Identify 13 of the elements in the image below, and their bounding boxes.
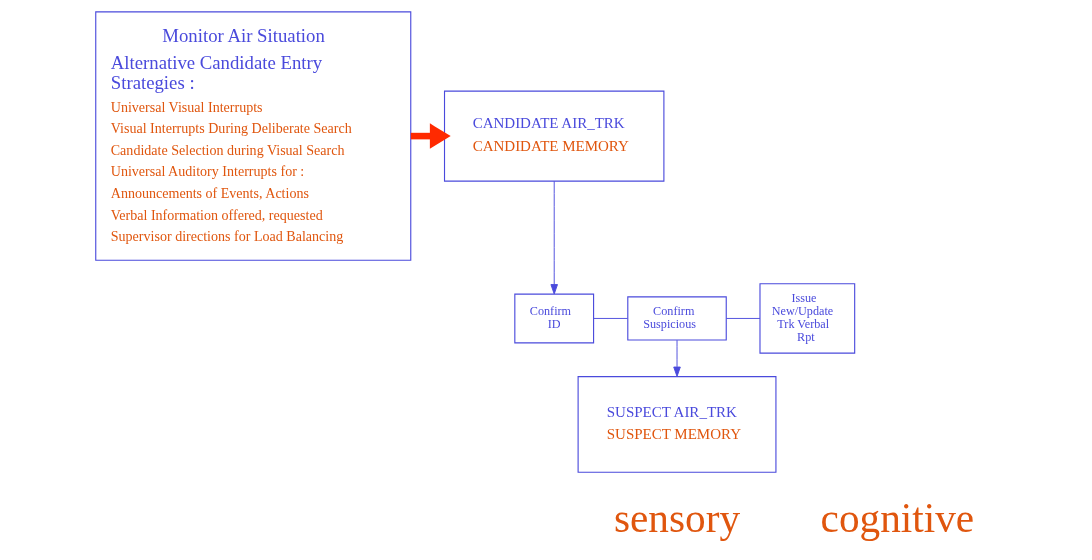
node-box: Monitor Air Situation Alternative Candidate Entry Strategies : Universal Visual Interrupts Visual Interrupts During Deliberate Search Candidate Selection during Visual Search Universal Auditory Interrupts for : Announcements of Events, Actions Verbal Information offered, requested Supervisor directions for Load Balancing (95, 11, 412, 261)
connector (725, 317, 761, 319)
node-box: Confirm Suspicious (627, 296, 727, 341)
node-box: CANDIDATE AIR_TRK CANDIDATE MEMORY (443, 90, 665, 182)
node-box: Confirm ID (514, 293, 595, 344)
label: sensory (614, 495, 741, 542)
node-box: Issue New/Update Trk Verbal Rpt (759, 283, 856, 354)
connector (593, 317, 629, 319)
label: cognitive (820, 495, 975, 542)
arrow (550, 180, 558, 295)
arrow (673, 339, 681, 377)
arrow (410, 123, 451, 149)
node-box: SUSPECT AIR_TRK SUSPECT MEMORY (577, 376, 777, 473)
